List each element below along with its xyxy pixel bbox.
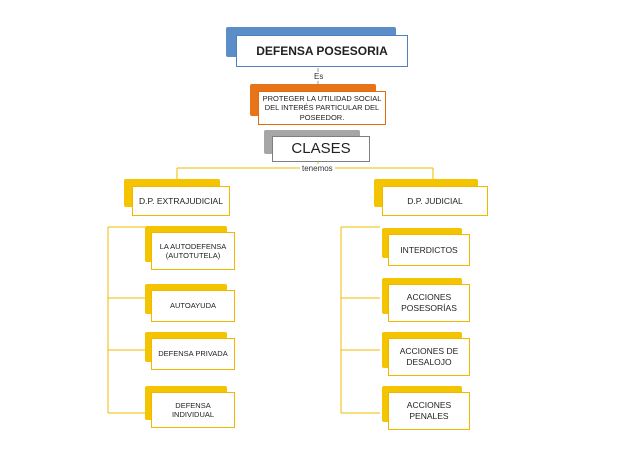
left-branch-title-node: D.P. EXTRAJUDICIAL	[124, 179, 230, 217]
right-item-label: ACCIONES PENALES	[388, 392, 470, 430]
left-item-label: LA AUTODEFENSA (AUTOTUTELA)	[151, 232, 235, 270]
left-item-node: DEFENSA INDIVIDUAL	[145, 386, 235, 428]
right-item-node: INTERDICTOS	[382, 228, 470, 266]
right-item-label: ACCIONES POSESORÍAS	[388, 284, 470, 322]
right-item-node: ACCIONES DE DESALOJO	[382, 332, 470, 376]
link-label-es: Es	[312, 72, 326, 81]
root-node: DEFENSA POSESORIA	[226, 27, 408, 69]
link-label-tenemos: tenemos	[300, 164, 335, 173]
right-item-label: ACCIONES DE DESALOJO	[388, 338, 470, 376]
right-item-node: ACCIONES PENALES	[382, 386, 470, 430]
definition-node-label: PROTEGER LA UTILIDAD SOCIAL DEL INTERÉS …	[258, 91, 386, 125]
classes-node-label: CLASES	[272, 136, 370, 162]
left-item-node: LA AUTODEFENSA (AUTOTUTELA)	[145, 226, 235, 270]
right-branch-tree	[340, 226, 380, 414]
right-branch-title-node: D.P. JUDICIAL	[374, 179, 488, 217]
right-branch-title-label: D.P. JUDICIAL	[382, 186, 488, 216]
definition-node: PROTEGER LA UTILIDAD SOCIAL DEL INTERÉS …	[250, 84, 386, 126]
left-item-label: DEFENSA INDIVIDUAL	[151, 392, 235, 428]
left-branch-tree	[107, 226, 145, 414]
right-item-label: INTERDICTOS	[388, 234, 470, 266]
left-item-label: AUTOAYUDA	[151, 290, 235, 322]
left-item-node: DEFENSA PRIVADA	[145, 332, 235, 370]
classes-node: CLASES	[264, 130, 370, 164]
left-item-node: AUTOAYUDA	[145, 284, 235, 322]
root-node-label: DEFENSA POSESORIA	[236, 35, 408, 67]
right-item-node: ACCIONES POSESORÍAS	[382, 278, 470, 322]
left-branch-title-label: D.P. EXTRAJUDICIAL	[132, 186, 230, 216]
left-item-label: DEFENSA PRIVADA	[151, 338, 235, 370]
